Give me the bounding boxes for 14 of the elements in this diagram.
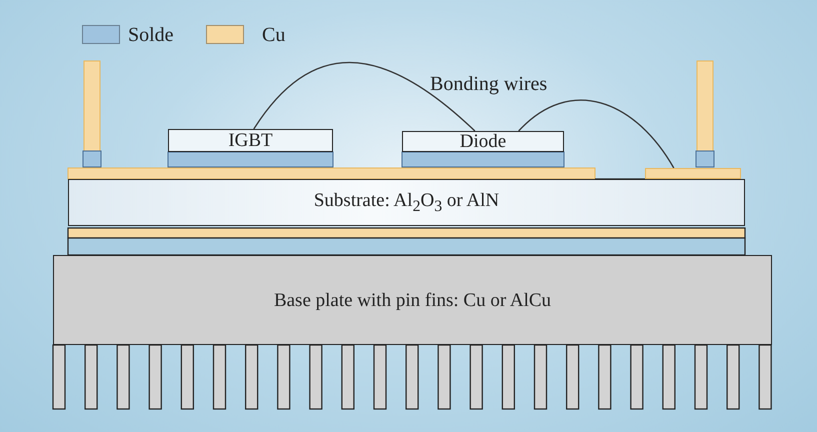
layer-label: Base plate with pin fins: Cu or AlCu bbox=[274, 290, 552, 310]
layer-label: Substrate: Al$_{2}$O$_{3}$ or AlN bbox=[314, 190, 500, 214]
layer-label: IGBT bbox=[228, 131, 273, 150]
base-plate bbox=[53, 255, 772, 345]
diode-chip bbox=[402, 131, 564, 152]
igbt-chip bbox=[168, 129, 333, 152]
bonding-wire bbox=[253, 62, 476, 132]
copper-pad bbox=[645, 168, 741, 179]
substrate-layer bbox=[68, 179, 745, 226]
legend-label: Cu bbox=[262, 25, 286, 45]
callout-label: Bonding wires bbox=[430, 74, 548, 94]
bonding-wire bbox=[518, 100, 674, 168]
layer-label: Diode bbox=[460, 132, 506, 151]
legend-label: Solde bbox=[128, 25, 174, 45]
